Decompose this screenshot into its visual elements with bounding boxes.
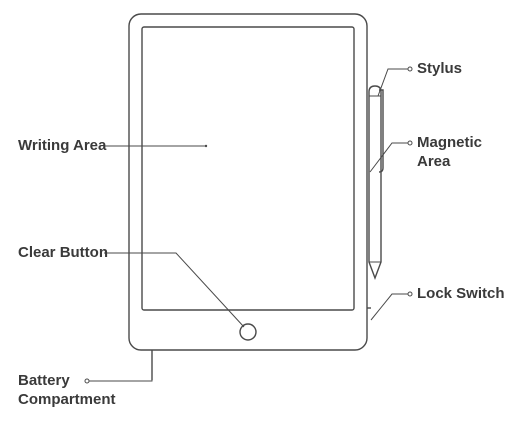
clear-button-label: Clear Button	[18, 244, 108, 261]
stylus-illustration	[368, 85, 384, 280]
lock-switch-leader	[370, 291, 413, 321]
writing-area-label: Writing Area	[18, 137, 107, 154]
stylus-label: Stylus	[417, 60, 463, 77]
writing-area-screen	[141, 26, 355, 311]
battery-compartment-label-line1: Battery	[18, 372, 70, 389]
tablet-body	[128, 13, 368, 351]
lock-switch-label: Lock Switch	[417, 285, 505, 302]
battery-compartment-leader	[84, 352, 153, 384]
magnetic-area-leader	[369, 140, 413, 173]
battery-compartment-label-line2: Compartment	[18, 391, 116, 408]
writing-area-leader	[104, 144, 208, 148]
magnetic-area-label-line2: Area	[417, 153, 451, 170]
magnetic-area-label-line1: Magnetic	[417, 134, 483, 151]
stylus-leader	[377, 66, 413, 97]
clear-button-leader	[104, 252, 245, 328]
clear-button-icon	[239, 323, 257, 341]
